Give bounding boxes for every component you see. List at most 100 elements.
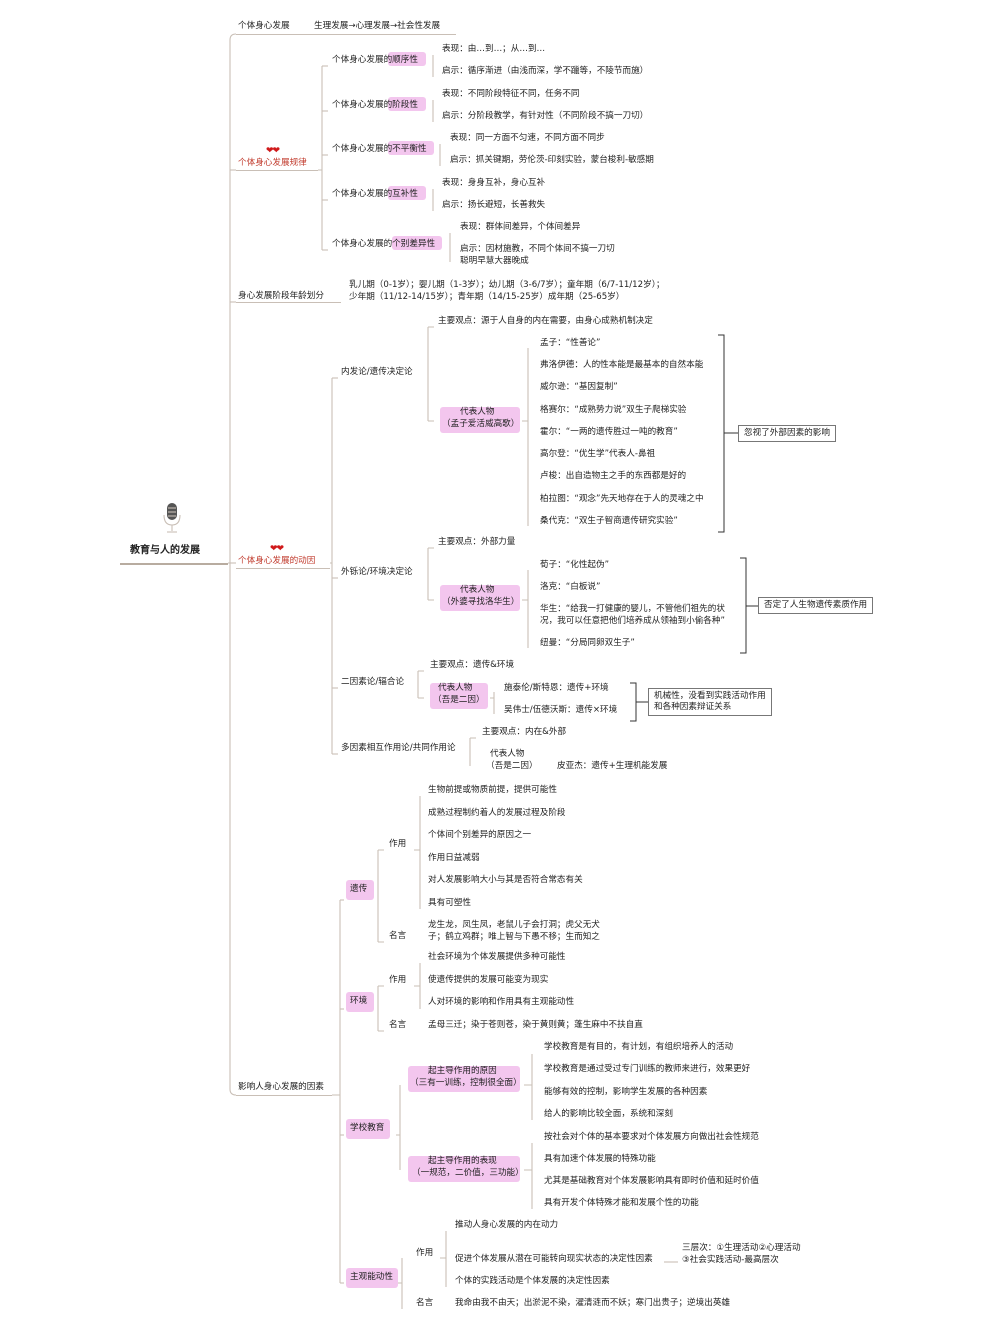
school-reason: 学校教育是通过受过专门训练的教师来进行，效果更好 (544, 1064, 751, 1074)
school-show: 按社会对个体的基本要求对个体发展方向做出社会性规范 (544, 1132, 759, 1142)
l1-stages: 身心发展阶段年龄划分 (238, 291, 324, 301)
law-stage: 个体身心发展的阶段性 (332, 100, 418, 110)
theory-outer: 外铄论/环境决定论 (341, 567, 413, 577)
inner-person: 孟子：“性善论” (540, 338, 601, 348)
l1-factors: 影响人身心发展的因素 (238, 1082, 324, 1092)
environment-role: 社会环境为个体发展提供多种可能性 (428, 952, 566, 962)
school-reason: 学校教育是有目的，有计划，有组织培养人的活动 (544, 1042, 734, 1052)
school-reason-label: 起主导作用的原因 (428, 1066, 497, 1076)
outer-person: 洛克：“白板说” (540, 582, 601, 592)
microphone-icon (162, 502, 182, 534)
inner-person: 柏拉图：“观念”先天地存在于人的灵魂之中 (540, 494, 704, 504)
school-show: 具有加速个体发展的特殊功能 (544, 1154, 656, 1164)
environment-role-label: 作用 (389, 975, 407, 985)
inner-rep-sub: （孟子爱活威高歌） (442, 419, 520, 429)
school-reason: 给人的影响比较全面，系统和深刻 (544, 1109, 673, 1119)
environment-saying-label: 名言 (389, 1020, 407, 1030)
outer-person: 荀子：“化性起伪” (540, 560, 610, 570)
law-order-item: 表现：由…到…；从…到… (442, 44, 546, 54)
two-factor-person: 吴伟士/伍德沃斯：遗传×环境 (504, 705, 618, 715)
heredity-role: 成熟过程制约着人的发展过程及阶段 (428, 808, 566, 818)
hearts-icon: ❤❤ (270, 544, 284, 554)
subjective-role: 个体的实践活动是个体发展的决定性因素 (455, 1276, 610, 1286)
inner-summary: 忽视了外部因素的影响 (738, 425, 836, 442)
environment-saying: 孟母三迁；染于苍则苍，染于黄则黄；蓬生麻中不扶自直 (428, 1020, 643, 1030)
law-complement-item: 表现：身身互补，身心互补 (442, 178, 546, 188)
inner-person: 威尔逊：“基因复制” (540, 382, 618, 392)
heredity-role-label: 作用 (389, 839, 407, 849)
outer-person: 况，我可以任意把他们培养成从领袖到小偷各种” (540, 616, 725, 626)
subjective-role-label: 作用 (416, 1248, 434, 1258)
heredity-saying: 龙生龙，凤生凤，老鼠儿子会打洞；虎父无犬 (428, 920, 600, 930)
law-difference-item: 启示：因材施教，不同个体间不搞一刀切 (460, 244, 615, 254)
inner-person: 格赛尔：“成熟势力说”双生子爬梯实验 (540, 405, 687, 415)
two-factor-summary: 机械性，没看到实践活动作用 和各种因素辩证关系 (648, 688, 772, 716)
l1-laws: 个体身心发展规律 (238, 158, 307, 168)
law-difference: 个体身心发展的个别差异性 (332, 239, 436, 249)
law-difference-item: 聪明早慧大器晚成 (460, 256, 529, 266)
heredity-role: 生物前提或物质前提，提供可能性 (428, 785, 557, 795)
law-stage-item: 启示：分阶段教学，有针对性（不同阶段不搞一刀切） (442, 111, 649, 121)
law-complement-item: 启示：扬长避短，长善救失 (442, 200, 546, 210)
heredity-role: 具有可塑性 (428, 898, 471, 908)
two-factor-person: 施泰伦/斯特恩：遗传+环境 (504, 683, 609, 693)
heredity-role: 个体间个别差异的原因之一 (428, 830, 532, 840)
inner-main-view: 主要观点：源于人自身的内在需要，由身心成熟机制决定 (438, 316, 653, 326)
stages-line-1: 乳儿期（0-1岁）；婴儿期（1-3岁）；幼儿期（3-6/7岁）；童年期（6/7-… (349, 280, 665, 290)
subjective-levels: 三层次：①生理活动②心理活动 (682, 1243, 801, 1253)
heredity-role: 作用日益减弱 (428, 853, 480, 863)
inner-person: 霍尔：“一两的遗传胜过一吨的教育” (540, 427, 678, 437)
factor-heredity: 遗传 (350, 884, 368, 894)
development-text: 生理发展→心理发展→社会性发展 (314, 21, 441, 31)
two-factor-rep-sub: （吾是二因） (433, 695, 485, 705)
outer-summary: 否定了人生物遗传素质作用 (758, 597, 874, 614)
outer-rep-label: 代表人物 (460, 585, 495, 595)
multi-rep-label: 代表人物 (490, 749, 525, 759)
subjective-role: 促进个体发展从潜在可能转向现实状态的决定性因素 (455, 1254, 653, 1264)
factor-environment: 环境 (350, 996, 368, 1006)
law-order-item: 启示：循序渐进（由浅而深，学不躐等，不陵节而施） (442, 66, 649, 76)
two-factor-main-view: 主要观点：遗传&环境 (430, 660, 515, 670)
heredity-saying: 子；鹤立鸡群；唯上智与下愚不移；生而知之 (428, 932, 600, 942)
school-reason-sub: （三有一训练，控制很全面） (410, 1078, 522, 1088)
law-unbalance-item: 表现：同一方面不匀速，不同方面不同步 (450, 133, 605, 143)
hearts-icon: ❤❤ (266, 146, 280, 156)
environment-role: 人对环境的影响和作用具有主观能动性 (428, 997, 575, 1007)
inner-person: 卢梭：出自造物主之手的东西都是好的 (540, 471, 687, 481)
theory-two-factor: 二因素论/辐合论 (341, 677, 405, 687)
school-show-sub: （一规范，二价值，三功能） (412, 1168, 524, 1178)
theory-multi: 多因素相互作用论/共同作用论 (341, 743, 456, 753)
heredity-saying-label: 名言 (389, 931, 407, 941)
law-unbalance-item: 启示：抓关键期，劳伦茨-印刻实验，蒙台梭利-敏感期 (450, 155, 654, 165)
inner-person: 高尔登：“优生学”代表人-鼻祖 (540, 449, 656, 459)
theory-inner: 内发论/遗传决定论 (341, 367, 413, 377)
law-stage-item: 表现：不同阶段特征不同，任务不同 (442, 89, 580, 99)
school-reason: 能够有效的控制，影响学生发展的各种因素 (544, 1087, 708, 1097)
l1-development: 个体身心发展 (238, 21, 290, 31)
two-factor-rep-label: 代表人物 (438, 683, 473, 693)
multi-rep-sub: （吾是二因） (486, 761, 538, 771)
subjective-levels: ③社会实践活动-最高层次 (682, 1255, 779, 1265)
subjective-saying: 我命由我不由天；出淤泥不染，濯清涟而不妖；寒门出贵子；逆境出英雄 (455, 1298, 731, 1308)
outer-main-view: 主要观点：外部力量 (438, 537, 516, 547)
factor-subjective: 主观能动性 (350, 1272, 393, 1282)
law-order: 个体身心发展的顺序性 (332, 55, 418, 65)
law-unbalance: 个体身心发展的不平衡性 (332, 144, 427, 154)
heredity-role: 对人发展影响大小与其是否符合常态有关 (428, 875, 583, 885)
root-title: 教育与人的发展 (130, 545, 200, 556)
school-show-label: 起主导作用的表现 (428, 1156, 497, 1166)
inner-person: 弗洛伊德：人的性本能是最基本的自然本能 (540, 360, 704, 370)
stages-line-2: 少年期（11/12-14/15岁）；青年期（14/15-25岁）成年期（25-6… (349, 292, 625, 302)
law-difference-item: 表现：群体间差异，个体间差异 (460, 222, 581, 232)
subjective-role: 推动人身心发展的内在动力 (455, 1220, 559, 1230)
inner-person: 桑代克：“双生子智商遗传研究实验” (540, 516, 678, 526)
outer-person: 纽曼：“分局同卵双生子” (540, 638, 635, 648)
school-show: 具有开发个体特殊才能和发展个性的功能 (544, 1198, 699, 1208)
outer-rep-sub: （外婆寻找洛华生） (442, 597, 520, 607)
school-show: 尤其是基础教育对个体发展影响具有即时价值和延时价值 (544, 1176, 759, 1186)
outer-person: 华生：“给我一打健康的婴儿，不管他们祖先的状 (540, 604, 725, 614)
multi-person: 皮亚杰：遗传+生理机能发展 (557, 761, 668, 771)
multi-main-view: 主要观点：内在&外部 (482, 727, 567, 737)
law-complement: 个体身心发展的互补性 (332, 189, 418, 199)
